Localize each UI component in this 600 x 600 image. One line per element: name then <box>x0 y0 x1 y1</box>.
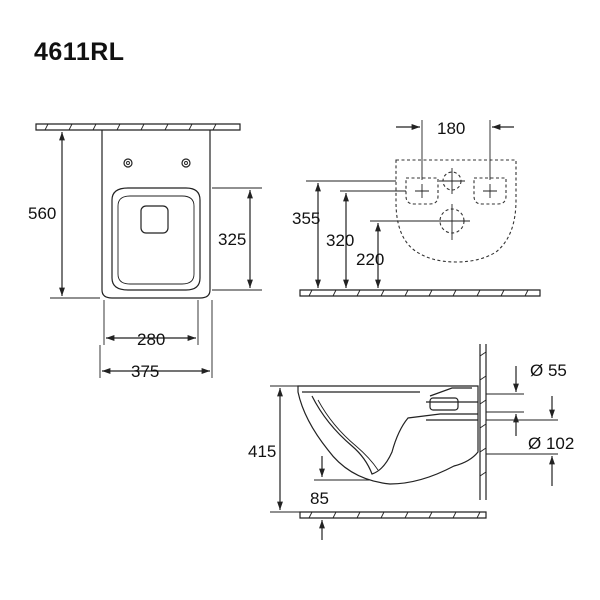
dim-diameter-55: Ø 55 <box>530 361 567 380</box>
rear-view <box>299 120 541 297</box>
bolt-hole-right <box>181 158 191 168</box>
dim-325: 325 <box>218 230 246 249</box>
dim-375: 375 <box>131 362 159 381</box>
seat-outline <box>111 187 201 291</box>
model-number: 4611RL <box>34 38 125 66</box>
dim-220: 220 <box>356 250 384 269</box>
bowl-trap <box>311 395 478 475</box>
rear-outline-dashed <box>395 159 517 263</box>
side-view <box>270 344 558 540</box>
dim-85: 85 <box>310 489 329 508</box>
dim-180: 180 <box>437 119 465 138</box>
dim-320: 320 <box>326 231 354 250</box>
dim-280: 280 <box>137 330 165 349</box>
bowl-rim <box>117 195 195 285</box>
dim-355: 355 <box>292 209 320 228</box>
fixing-bracket-left <box>405 177 439 205</box>
bowl-outlet <box>140 205 169 234</box>
dim-560: 560 <box>28 204 56 223</box>
bowl-side-outline <box>297 385 479 485</box>
dim-diameter-102: Ø 102 <box>528 434 574 453</box>
fixing-bracket-right <box>473 177 507 205</box>
bowl-top-outline <box>101 130 211 299</box>
bolt-hole-left <box>123 158 133 168</box>
top-view <box>35 123 262 378</box>
dim-415: 415 <box>248 442 276 461</box>
